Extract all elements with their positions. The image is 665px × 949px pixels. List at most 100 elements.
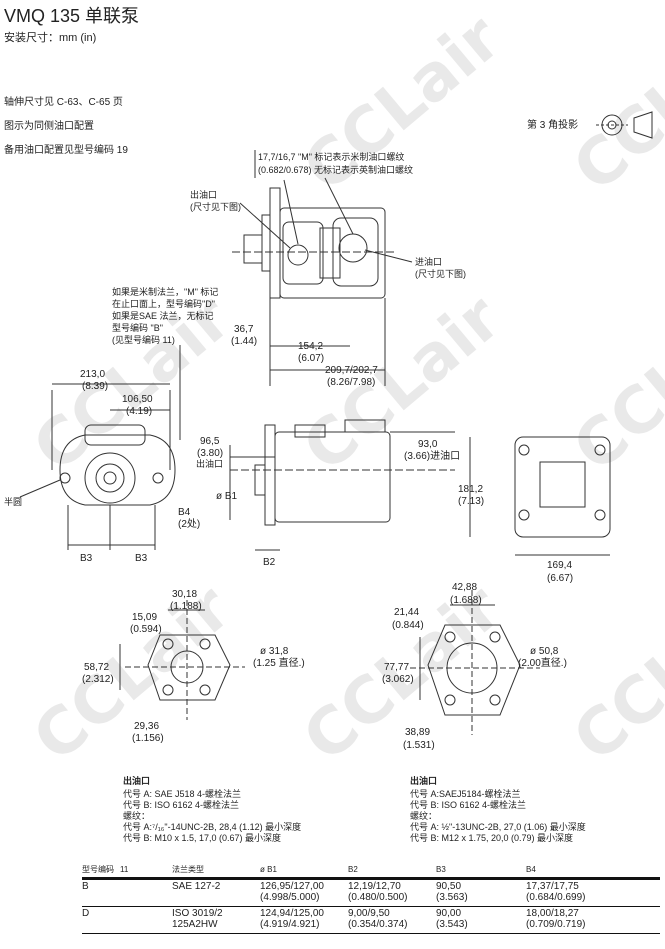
dim: (2.00直径.) <box>518 658 567 669</box>
pump-middle-view <box>229 419 455 551</box>
dim: (1.44) <box>231 336 258 347</box>
dim: (6.67) <box>547 573 574 584</box>
projection-label: 第 3 角投影 <box>527 120 579 131</box>
third-angle-projection-icon <box>596 111 653 139</box>
col-header: B2 <box>348 864 436 880</box>
note-line: 代号 A:SAEJ5184-螺栓法兰 <box>410 789 521 799</box>
cell-line: 124,94/125,00 <box>260 908 324 919</box>
dim: (0.594) <box>130 624 162 635</box>
dim: B4 <box>178 507 191 518</box>
dim: 38,89 <box>405 727 431 738</box>
cell-line: (4.998/5.000) <box>260 892 320 903</box>
dim: 213,0 <box>80 369 106 380</box>
dim: (3.80) <box>197 448 224 459</box>
dim: 93,0 <box>418 439 438 450</box>
note-line: 代号 A: SAE J518 4-螺栓法兰 <box>123 789 242 799</box>
dim: B3 <box>135 553 148 564</box>
dim: (7.13) <box>458 496 485 507</box>
dim: 106,50 <box>122 394 153 405</box>
dim: 30,18 <box>172 589 198 600</box>
flange-note: (见型号编码 11) <box>112 335 175 345</box>
inlet-flange-drawing <box>410 590 540 735</box>
cell-line: (0.684/0.699) <box>526 892 586 903</box>
pump-side-view <box>179 150 413 440</box>
cell-b3: 90,50(3.563) <box>436 878 526 907</box>
note: 图示为同侧油口配置 <box>4 121 94 132</box>
dim: (3.66)进油口 <box>404 451 461 462</box>
page-title: VMQ 135 单联泵 <box>4 6 140 26</box>
dim: 15,09 <box>132 612 158 623</box>
dim: (1.531) <box>403 740 435 751</box>
cell-b1: 126,95/127,00(4.998/5.000) <box>260 878 348 907</box>
note-line: 代号 B: ISO 6162 4-螺栓法兰 <box>123 800 240 810</box>
dim: 154,2 <box>298 341 324 352</box>
cell-line: 126,95/127,00 <box>260 881 324 892</box>
dim: 42,88 <box>452 582 478 593</box>
notes-heading: 出油口 <box>410 776 438 786</box>
dim: (4.19) <box>126 406 153 417</box>
dim: (8.39) <box>82 381 109 392</box>
cell-line: 12,19/12,70 <box>348 881 401 892</box>
page-subtitle: 安装尺寸：mm (in) <box>4 32 97 44</box>
cell-b1: 124,94/125,00(4.919/4.921) <box>260 906 348 934</box>
note-line: 代号 B: ISO 6162 4-螺栓法兰 <box>410 800 527 810</box>
table-row: B SAE 127-2 126,95/127,00(4.998/5.000) 1… <box>82 878 660 907</box>
dim: 58,72 <box>84 662 110 673</box>
cell-line: (0.709/0.719) <box>526 919 586 930</box>
port-note: (0.682/0.678) 无标记表示英制油口螺纹 <box>258 165 414 175</box>
note-line: 代号 A:⁷/₁₆"-14UNC-2B, 28,4 (1.12) 最小深度 <box>123 822 302 832</box>
dimension-table: 型号编码 11 法兰类型 ø B1 B2 B3 B4 B SAE 127-2 1… <box>82 864 660 934</box>
flange-note: 在止口面上，型号编码"D" <box>112 299 215 309</box>
note-line: 螺纹： <box>123 811 151 821</box>
dim: (8.26/7.98) <box>327 377 376 388</box>
dim: 209,7/202,7 <box>325 365 378 376</box>
dim: (1.25 直径.) <box>253 658 305 669</box>
cell-line: 125A2HW <box>172 919 218 930</box>
dim: (1.688) <box>450 595 482 606</box>
cell-line: 18,00/18,27 <box>526 908 579 919</box>
pump-rear-view <box>469 436 611 556</box>
cell-line: (0.480/0.500) <box>348 892 408 903</box>
dim: (2处) <box>178 519 201 530</box>
col-header: B3 <box>436 864 526 880</box>
note-line: 代号 A: ½"-13UNC-2B, 27,0 (1.06) 最小深度 <box>410 822 586 832</box>
col-header: ø B1 <box>260 864 348 880</box>
note: 轴伸尺寸见 C-63、C-65 页 <box>4 97 123 108</box>
outlet-flange-drawing <box>119 600 245 720</box>
dim: (1.188) <box>170 601 202 612</box>
cell-line: (0.354/0.374) <box>348 919 408 930</box>
outlet-label: 出油口 <box>196 459 224 469</box>
cell-line: (3.563) <box>436 892 468 903</box>
inlet-label: 进油口 <box>415 257 443 267</box>
dim: 21,44 <box>394 607 420 618</box>
cell-line: SAE 127-2 <box>172 881 221 892</box>
cell-flange: SAE 127-2 <box>172 878 260 907</box>
dim: (6.07) <box>298 353 325 364</box>
flange-note: 如果是米制法兰，"M" 标记 <box>112 287 219 297</box>
table-header: 型号编码 11 法兰类型 ø B1 B2 B3 B4 <box>82 864 660 880</box>
dim: 181,2 <box>458 484 484 495</box>
cell-line: ISO 3019/2 <box>172 908 223 919</box>
dim: B2 <box>263 557 276 568</box>
note-line: 代号 B: M10 x 1.5, 17,0 (0.67) 最小深度 <box>123 833 282 843</box>
port-note: 17,7/16,7 "M" 标记表示米制油口螺纹 <box>258 152 405 162</box>
flange-note: 型号编码 "B" <box>112 323 163 333</box>
dim: 77,77 <box>384 662 410 673</box>
cell-line: 17,37/17,75 <box>526 881 579 892</box>
dim: 36,7 <box>234 324 254 335</box>
cell-line: 90,50 <box>436 881 462 892</box>
pump-front-view <box>19 383 176 550</box>
dim: 96,5 <box>200 436 220 447</box>
flange-note: 如果是SAE 法兰，无标记 <box>112 311 214 321</box>
note-line: 螺纹： <box>410 811 438 821</box>
cell-line: (4.919/4.921) <box>260 919 320 930</box>
dim: 29,36 <box>134 721 160 732</box>
dim: 169,4 <box>547 560 573 571</box>
dim: B3 <box>80 553 93 564</box>
cell-line: 90,00 <box>436 908 462 919</box>
dim: ø B1 <box>216 491 238 502</box>
dim: (0.844) <box>392 620 424 631</box>
